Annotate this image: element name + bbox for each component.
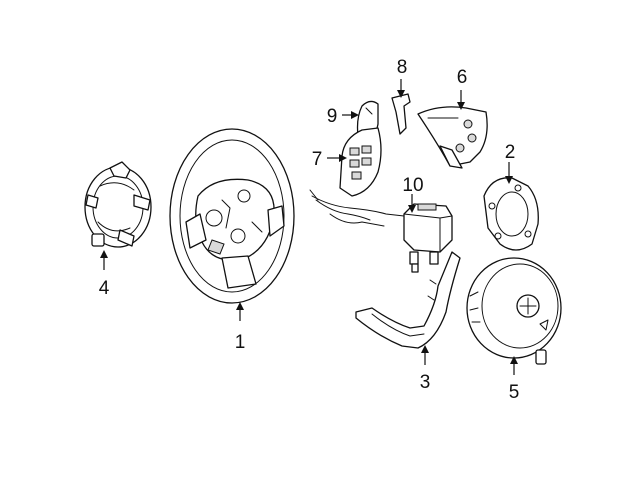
control-module-drawing [309, 189, 453, 273]
callout-4: 4 [99, 278, 110, 299]
paddle-shifter-drawing [391, 93, 411, 135]
right-switch-drawing [417, 106, 488, 169]
callout-2: 2 [505, 142, 516, 163]
left-switch-drawing [339, 127, 382, 197]
callout-6: 6 [457, 67, 468, 88]
callout-5: 5 [509, 382, 520, 403]
mounting-plate-drawing [483, 177, 539, 251]
steering-wheel-drawing [169, 128, 295, 304]
callout-8: 8 [397, 57, 408, 78]
lower-trim-cover-drawing [355, 251, 461, 349]
callout-3: 3 [420, 372, 431, 393]
callout-labels: 1 2 3 4 5 6 7 8 9 10 [99, 57, 520, 403]
callout-7: 7 [312, 149, 323, 170]
leader-lines [100, 79, 518, 375]
callout-10: 10 [402, 175, 423, 196]
airbag-module-drawing [466, 257, 562, 365]
callout-9: 9 [327, 106, 338, 127]
clock-spring-drawing [84, 161, 152, 248]
callout-1: 1 [235, 332, 246, 353]
